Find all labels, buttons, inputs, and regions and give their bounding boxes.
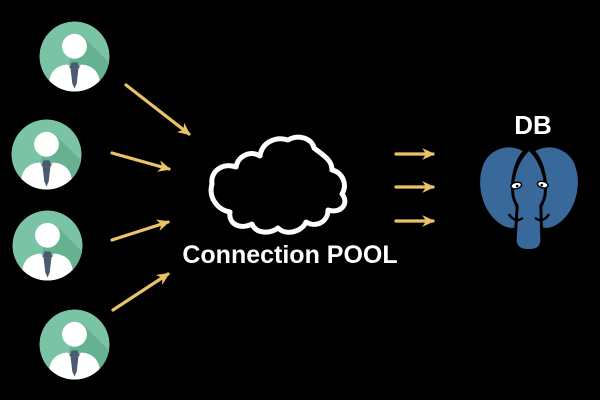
pool-to-db-arrows [394,148,436,227]
client-to-pool-arrows [110,83,191,312]
connection-pool-label: Connection POOL [182,241,398,269]
elephant-left-tusk [508,213,524,222]
db-label: DB [514,110,552,140]
postgresql-elephant-icon [477,144,581,252]
elephant-face-trunk [511,147,547,252]
elephant-right-tusk [534,213,550,222]
cloud-icon [208,134,348,235]
